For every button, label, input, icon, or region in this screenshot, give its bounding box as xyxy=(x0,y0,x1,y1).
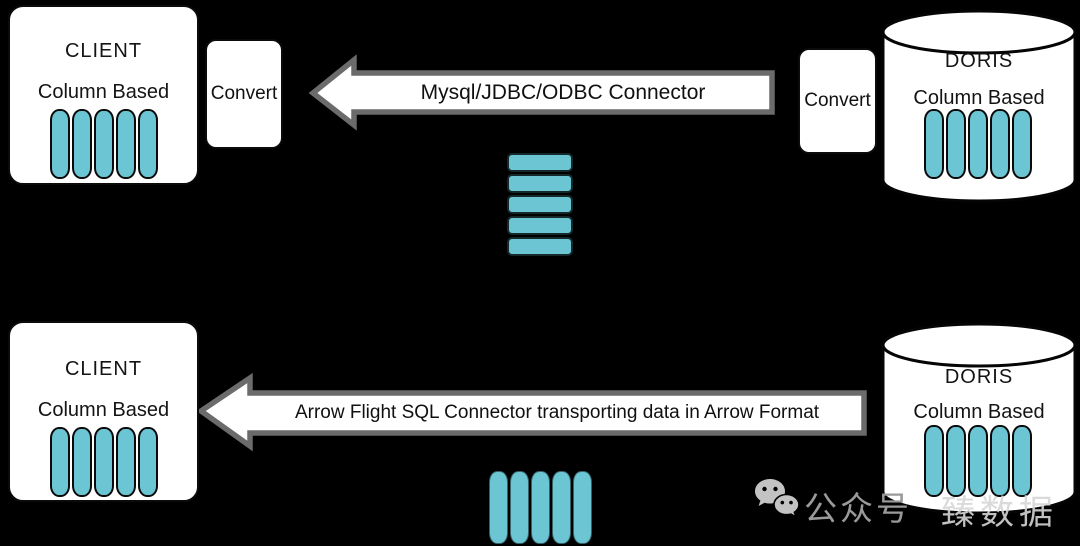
column-bar xyxy=(115,427,136,497)
column-bar xyxy=(489,471,508,544)
arrow-label-bottom: Arrow Flight SQL Connector transporting … xyxy=(294,401,820,423)
column-bar xyxy=(990,109,1010,179)
client-box-top: CLIENT Column Based xyxy=(8,5,199,185)
client-subtitle: Column Based xyxy=(37,81,170,103)
column-bar xyxy=(968,109,988,179)
column-bar xyxy=(990,425,1010,497)
column-bar xyxy=(510,471,529,544)
arrow-label-top: Mysql/JDBC/ODBC Connector xyxy=(420,80,706,104)
doris-subtitle: Column Based xyxy=(913,87,1045,109)
column-bar xyxy=(93,427,114,497)
client-title: CLIENT xyxy=(64,358,143,380)
column-bars xyxy=(924,109,1032,179)
column-bar xyxy=(49,109,70,179)
doris-subtitle: Column Based xyxy=(913,401,1045,423)
row-bar xyxy=(507,195,573,214)
column-bar xyxy=(49,427,70,497)
column-bar xyxy=(115,109,136,179)
convert-label: Convert xyxy=(804,90,871,111)
client-subtitle: Column Based xyxy=(37,399,170,421)
column-bar xyxy=(137,109,158,179)
column-bar xyxy=(552,471,571,544)
column-bar xyxy=(1012,109,1032,179)
client-box-bottom: CLIENT Column Based xyxy=(8,321,199,502)
row-based-stack xyxy=(507,153,573,256)
column-bar xyxy=(1012,425,1032,497)
arrow-format-stack xyxy=(489,471,592,544)
arrow-top xyxy=(308,54,775,131)
column-bar xyxy=(924,109,944,179)
row-bar xyxy=(507,174,573,193)
column-bar xyxy=(946,109,966,179)
row-bar xyxy=(507,153,573,172)
watermark-account: 公众号 xyxy=(804,490,912,527)
convert-box-left: Convert xyxy=(205,39,283,149)
convert-box-right: Convert xyxy=(798,48,877,154)
column-bar xyxy=(573,471,592,544)
column-bar xyxy=(93,109,114,179)
column-bar xyxy=(968,425,988,497)
client-title: CLIENT xyxy=(64,40,143,62)
column-bar xyxy=(71,109,92,179)
column-bar xyxy=(924,425,944,497)
convert-label: Convert xyxy=(210,83,278,104)
column-bar xyxy=(946,425,966,497)
column-bars xyxy=(49,109,158,179)
wechat-icon xyxy=(755,479,800,519)
column-bar xyxy=(137,427,158,497)
row-bar xyxy=(507,237,573,256)
arrow-bottom xyxy=(196,372,867,452)
watermark-brand: 臻数据 xyxy=(941,494,1058,532)
doris-title: DORIS xyxy=(944,50,1014,72)
doris-title: DORIS xyxy=(944,366,1014,388)
column-bars xyxy=(924,425,1032,497)
row-bar xyxy=(507,216,573,235)
column-bar xyxy=(71,427,92,497)
column-bar xyxy=(531,471,550,544)
column-bars xyxy=(49,427,158,497)
